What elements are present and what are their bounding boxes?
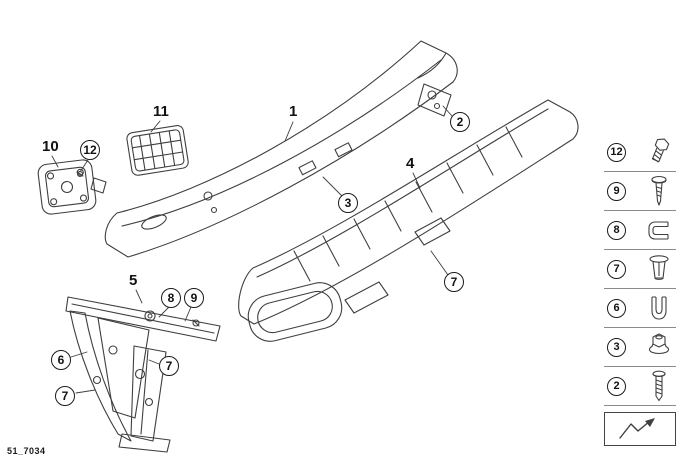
expanding-grommet-icon <box>645 253 673 285</box>
callout-7-absorber[interactable]: 7 <box>444 272 464 292</box>
part-carrier-beam <box>104 40 458 258</box>
zigzag-arrow-icon <box>619 418 655 439</box>
diagram-code: 51_7034 <box>7 446 46 456</box>
legend-item-2[interactable]: 2 <box>604 367 676 406</box>
part-support-bracket <box>65 296 221 453</box>
part-label-5[interactable]: 5 <box>129 272 138 289</box>
long-screw-icon <box>645 370 673 402</box>
sheet-metal-clip-icon <box>645 214 673 246</box>
hex-bolt-icon <box>645 136 673 168</box>
legend-callout-7[interactable]: 7 <box>607 259 626 279</box>
legend-item-3[interactable]: 3 <box>604 328 676 367</box>
callout-12[interactable]: 12 <box>80 140 100 160</box>
legend-item-8[interactable]: 8 <box>604 211 676 250</box>
more-parts-symbol[interactable] <box>604 412 676 446</box>
part-label-10[interactable]: 10 <box>42 138 59 155</box>
flange-nut-icon <box>645 331 673 363</box>
callout-3[interactable]: 3 <box>338 193 358 213</box>
legend-callout-2[interactable]: 2 <box>607 376 626 396</box>
legend-item-12[interactable]: 12 <box>604 133 676 172</box>
leader-lines <box>51 105 453 394</box>
spring-clip-icon <box>645 292 673 324</box>
legend-item-6[interactable]: 6 <box>604 289 676 328</box>
legend-callout-8[interactable]: 8 <box>607 220 626 240</box>
legend-callout-6[interactable]: 6 <box>607 298 626 318</box>
part-label-4[interactable]: 4 <box>406 155 415 172</box>
callout-8[interactable]: 8 <box>161 288 181 308</box>
legend-item-7[interactable]: 7 <box>604 250 676 289</box>
fastener-legend: 12 9 <box>604 133 676 446</box>
legend-callout-12[interactable]: 12 <box>607 142 626 162</box>
callout-7-bracket-low[interactable]: 7 <box>55 386 75 406</box>
part-label-11[interactable]: 11 <box>153 103 169 120</box>
legend-item-9[interactable]: 9 <box>604 172 676 211</box>
part-mesh-grille <box>126 125 189 176</box>
callout-2[interactable]: 2 <box>450 112 470 132</box>
legend-callout-9[interactable]: 9 <box>607 181 626 201</box>
part-end-bracket <box>417 83 452 117</box>
callout-7-bracket-mid[interactable]: 7 <box>159 356 179 376</box>
legend-callout-3[interactable]: 3 <box>607 337 626 357</box>
callout-6[interactable]: 6 <box>51 350 71 370</box>
callout-9[interactable]: 9 <box>184 288 204 308</box>
part-mounting-plate <box>37 159 107 215</box>
part-impact-absorber <box>238 99 579 342</box>
tapping-screw-icon <box>645 175 673 207</box>
part-label-1[interactable]: 1 <box>289 103 298 120</box>
